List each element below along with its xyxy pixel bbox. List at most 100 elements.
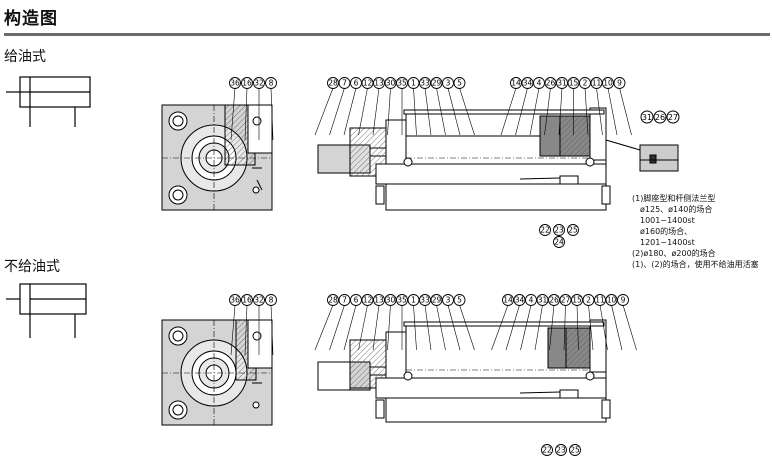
svg-text:34: 34	[523, 79, 533, 88]
svg-text:22: 22	[540, 226, 550, 235]
svg-text:1: 1	[411, 79, 416, 88]
svg-text:4: 4	[537, 79, 542, 88]
side-callout-br-11: 11	[594, 294, 608, 351]
svg-text:2: 2	[583, 79, 588, 88]
detail-callout-31: 31	[640, 110, 654, 124]
svg-text:5: 5	[457, 79, 462, 88]
side-callout-tl-13: 13	[372, 77, 385, 136]
side-callout-tl-3: 3	[442, 77, 461, 136]
callout-below-top-23: 23	[553, 224, 565, 236]
svg-text:22: 22	[542, 446, 552, 455]
callout-below-top-22: 22	[539, 224, 551, 236]
svg-text:10: 10	[603, 79, 613, 88]
end-callout-bot-36: 36	[229, 294, 241, 356]
cylinder-symbol-lubricated	[6, 76, 91, 127]
title-divider	[4, 33, 770, 36]
svg-text:7: 7	[342, 79, 347, 88]
svg-text:36: 36	[230, 79, 240, 88]
svg-text:33: 33	[420, 296, 430, 305]
side-view-lubricated	[317, 107, 611, 211]
callout-below-bot-23: 23	[555, 444, 567, 456]
side-callout-bl-30: 30	[384, 294, 397, 351]
side-callout-bl-3: 3	[442, 294, 461, 351]
side-callout-tr-10: 10	[602, 77, 618, 136]
svg-text:28: 28	[328, 79, 338, 88]
svg-text:12: 12	[363, 296, 373, 305]
note-line-3: 1001~1400st	[640, 216, 695, 225]
svg-text:31: 31	[557, 79, 567, 88]
side-callout-tl-35: 35	[396, 77, 408, 135]
svg-text:34: 34	[515, 296, 525, 305]
side-callout-tr-15: 15	[567, 77, 580, 135]
note-line-5: 1201~1400st	[640, 238, 695, 247]
side-callout-br-26: 26	[548, 294, 560, 351]
end-callout-top-8: 8	[265, 77, 277, 141]
side-callout-tl-7: 7	[329, 77, 351, 136]
svg-text:8: 8	[269, 296, 274, 305]
end-view-lubricated	[161, 104, 273, 211]
end-callout-top-16: 16	[241, 77, 253, 141]
side-callout-bl-13: 13	[372, 294, 385, 351]
side-callout-br-31: 31	[534, 294, 549, 351]
note-line-6: (2)ø180、ø200的场合	[632, 249, 716, 258]
side-callout-bl-5: 5	[453, 294, 475, 351]
side-callout-br-15: 15	[571, 294, 583, 351]
svg-text:25: 25	[570, 446, 580, 455]
svg-text:13: 13	[374, 296, 384, 305]
svg-text:14: 14	[511, 79, 521, 88]
svg-text:14: 14	[503, 296, 513, 305]
side-callout-tr-26: 26	[544, 77, 557, 136]
note-line-1: (1)脚座型和杆侧法兰型	[632, 194, 716, 203]
svg-text:29: 29	[432, 79, 442, 88]
svg-text:26: 26	[655, 113, 665, 122]
end-callout-bot-32: 32	[253, 294, 265, 355]
side-callout-tl-5: 5	[453, 77, 475, 136]
svg-text:8: 8	[269, 79, 274, 88]
detail-view	[605, 139, 679, 172]
side-callout-tr-31: 31	[556, 77, 568, 136]
callout-below-bot-22: 22	[541, 444, 553, 456]
section-label-lubricated: 给油式	[4, 49, 46, 65]
side-callout-bl-33: 33	[419, 294, 432, 351]
svg-text:13: 13	[374, 79, 384, 88]
svg-text:30: 30	[386, 296, 396, 305]
side-callout-tl-30: 30	[384, 77, 397, 136]
section-label-non-lubricated: 不给油式	[4, 259, 60, 275]
side-callout-br-4: 4	[520, 294, 537, 351]
svg-text:27: 27	[668, 113, 678, 122]
svg-text:12: 12	[363, 79, 373, 88]
side-callout-bl-35: 35	[396, 294, 408, 350]
svg-text:2: 2	[586, 296, 591, 305]
svg-text:26: 26	[546, 79, 556, 88]
svg-text:35: 35	[397, 79, 407, 88]
svg-text:3: 3	[446, 296, 451, 305]
note-line-7: (1)、(2)的场合，使用不给油用活塞	[632, 260, 759, 269]
side-callout-tl-33: 33	[419, 77, 432, 136]
detail-callout-27: 27	[666, 110, 680, 124]
svg-text:31: 31	[642, 113, 652, 122]
end-callout-bot-8: 8	[265, 294, 277, 356]
side-callout-tr-34: 34	[515, 77, 534, 136]
svg-text:28: 28	[328, 296, 338, 305]
svg-text:11: 11	[592, 79, 602, 88]
svg-text:9: 9	[617, 79, 622, 88]
svg-text:24: 24	[554, 238, 564, 247]
detail-callouts: 31 26 27	[640, 110, 680, 124]
svg-text:31: 31	[538, 296, 548, 305]
svg-text:30: 30	[386, 79, 396, 88]
side-callout-br-34: 34	[505, 294, 526, 351]
side-callout-br-2: 2	[582, 294, 595, 351]
cylinder-symbol-non-lubricated	[6, 283, 87, 338]
svg-text:15: 15	[569, 79, 579, 88]
svg-text:9: 9	[621, 296, 626, 305]
svg-text:36: 36	[230, 296, 240, 305]
detail-callout-26: 26	[653, 110, 667, 124]
side-callout-tl-29: 29	[430, 77, 446, 136]
svg-text:6: 6	[354, 296, 359, 305]
callout-below-top-extra-24: 24	[553, 236, 565, 248]
end-callout-top-32: 32	[253, 77, 265, 140]
side-callout-bl-28: 28	[314, 294, 339, 351]
svg-text:35: 35	[397, 296, 407, 305]
side-callout-br-27: 27	[559, 294, 572, 351]
side-callout-tl-12: 12	[358, 77, 374, 136]
